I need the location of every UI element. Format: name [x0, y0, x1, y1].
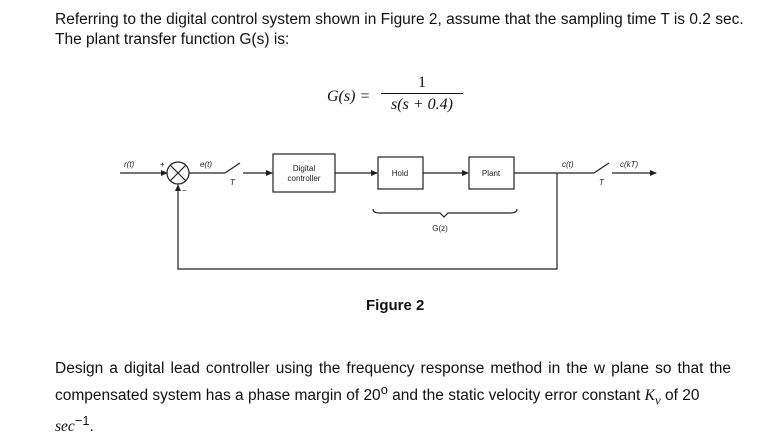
controller-label-1: Digital	[293, 164, 315, 173]
minus-sign: −	[182, 186, 187, 195]
plus-sign: +	[160, 160, 165, 169]
intro-line-2: The plant transfer function G(s) is:	[55, 31, 290, 48]
summing-cross-2	[169, 164, 187, 182]
kv-symbol: K	[644, 387, 655, 405]
transfer-function-numerator: 1	[418, 74, 426, 91]
kv-subscript: v	[654, 392, 661, 408]
unit-base: sec	[55, 418, 75, 436]
transfer-function-denominator: s(s + 0.4)	[391, 96, 453, 113]
degree-sign: o	[380, 382, 388, 397]
sampler-1-label: T	[230, 178, 236, 187]
transfer-function-lhs: G(s) =	[327, 88, 371, 105]
controller-label-2: controller	[288, 174, 321, 183]
task-terminal: .	[89, 418, 94, 436]
task-text: Design a digital lead controller using t…	[55, 358, 731, 437]
intro-line-1: Referring to the digital control system …	[55, 11, 744, 28]
figure-caption: Figure 2	[366, 297, 425, 314]
error-label: e(t)	[200, 160, 212, 169]
gz-label: G(z)	[432, 224, 448, 233]
sampled-output-label: c(kT)	[620, 160, 639, 169]
task-text-2: and the static velocity error constant	[387, 387, 645, 405]
transfer-function-fraction: 1 s(s + 0.4)	[381, 72, 463, 116]
unit-exponent: −1	[74, 413, 90, 429]
input-label: r(t)	[124, 160, 135, 169]
task-text-1: Design a digital lead controller using t…	[55, 360, 731, 405]
plant-label: Plant	[482, 169, 501, 178]
sampler-2-switch	[593, 162, 610, 174]
sampler-2-label: T	[599, 178, 605, 187]
problem-intro: Referring to the digital control system …	[55, 10, 755, 50]
gz-brace	[372, 208, 518, 218]
task-text-3: of 20	[660, 387, 700, 405]
block-diagram: r(t) + − e(t) T Digital controller Hold …	[120, 153, 657, 270]
fraction-bar	[381, 93, 463, 94]
sampler-1-switch	[224, 162, 241, 174]
feedback-path	[175, 173, 558, 270]
output-label: c(t)	[562, 160, 574, 169]
digital-controller-block	[272, 153, 336, 193]
hold-label: Hold	[392, 169, 408, 178]
